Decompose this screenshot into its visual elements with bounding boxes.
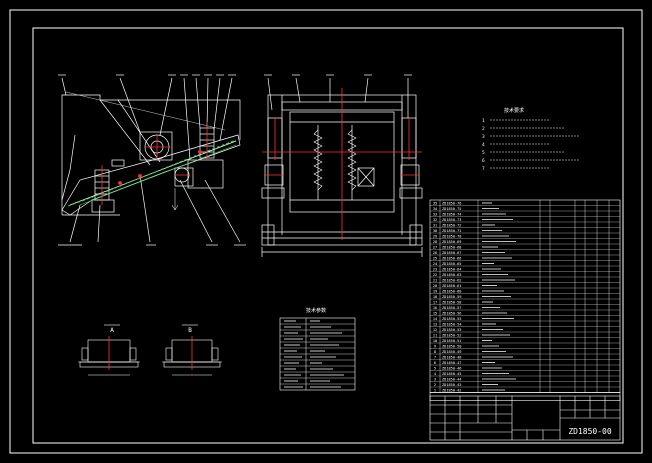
- part-code: ZD1850-55: [442, 317, 461, 321]
- part-number: 8: [434, 350, 436, 354]
- part-code: ZD1850-76: [442, 201, 461, 205]
- outer-border: [9, 9, 643, 454]
- detail-view-b-label: B: [188, 327, 192, 334]
- part-number: 35: [433, 201, 437, 205]
- spec-table: 技术参数: [279, 307, 356, 391]
- part-number: 3: [434, 377, 436, 381]
- part-code: ZD1850-73: [442, 218, 461, 222]
- note-number: 1: [482, 118, 485, 124]
- part-number: 21: [433, 278, 437, 282]
- part-number: 28: [433, 240, 437, 244]
- part-number: 29: [433, 234, 437, 238]
- part-number: 24: [433, 262, 437, 266]
- part-number: 23: [433, 267, 437, 271]
- part-code: ZD1850-70: [442, 234, 461, 238]
- part-number: 18: [433, 295, 437, 299]
- part-number: 4: [434, 372, 436, 376]
- part-code: ZD1850-72: [442, 223, 461, 227]
- part-number: 20: [433, 284, 437, 288]
- note-number: 4: [482, 142, 485, 148]
- part-code: ZD1850-57: [442, 306, 461, 310]
- part-number: 30: [433, 229, 437, 233]
- part-number: 11: [433, 333, 437, 337]
- part-number: 25: [433, 256, 437, 260]
- notes-block: 技术要求 1 2 3 4 5 6 7: [482, 107, 580, 172]
- note-number: 5: [482, 150, 485, 156]
- part-code: ZD1850-66: [442, 256, 461, 260]
- part-number: 33: [433, 212, 437, 216]
- part-number: 15: [433, 311, 437, 315]
- part-code: ZD1850-68: [442, 245, 461, 249]
- parts-table-header: [429, 392, 621, 401]
- front-view-balloons: [58, 74, 246, 246]
- part-code: ZD1850-43: [442, 383, 461, 387]
- part-number: 16: [433, 306, 437, 310]
- front-screen-mesh: [67, 139, 237, 207]
- part-code: ZD1850-71: [442, 229, 461, 233]
- part-number: 1: [434, 388, 436, 392]
- part-code: ZD1850-60: [442, 289, 461, 293]
- part-code: ZD1850-52: [442, 333, 461, 337]
- part-number: 26: [433, 251, 437, 255]
- part-number: 31: [433, 223, 437, 227]
- part-code: ZD1850-46: [442, 366, 461, 370]
- side-axis-lines: [262, 88, 422, 240]
- part-code: ZD1850-67: [442, 251, 461, 255]
- inner-border: [32, 27, 624, 444]
- part-code: ZD1850-54: [442, 322, 461, 326]
- part-number: 19: [433, 289, 437, 293]
- part-number: 6: [434, 361, 436, 365]
- part-number: 32: [433, 218, 437, 222]
- part-code: ZD1850-69: [442, 240, 461, 244]
- front-red-marks: [101, 122, 208, 205]
- part-code: ZD1850-48: [442, 355, 461, 359]
- detail-view-a-label: A: [110, 327, 114, 334]
- part-number: 2: [434, 383, 436, 387]
- note-number: 7: [482, 166, 485, 172]
- title-block: [429, 395, 621, 441]
- part-code: ZD1850-51: [442, 339, 461, 343]
- part-number: 9: [434, 344, 436, 348]
- notes-title: 技术要求: [504, 107, 524, 114]
- part-number: 5: [434, 366, 436, 370]
- part-code: ZD1850-42: [442, 388, 461, 392]
- note-number: 2: [482, 126, 485, 132]
- part-code: ZD1850-59: [442, 295, 461, 299]
- part-code: ZD1850-63: [442, 273, 461, 277]
- front-mesh-lower: [79, 144, 237, 206]
- part-code: ZD1850-58: [442, 300, 461, 304]
- part-number: 14: [433, 317, 437, 321]
- side-coil-springs: [313, 129, 357, 191]
- part-code: ZD1850-61: [442, 284, 461, 288]
- part-code: ZD1850-53: [442, 328, 461, 332]
- front-view: [61, 77, 241, 243]
- front-dimensions: [171, 188, 179, 211]
- part-number: 34: [433, 207, 437, 211]
- part-code: ZD1850-62: [442, 278, 461, 282]
- note-number: 6: [482, 158, 485, 164]
- part-number: 27: [433, 245, 437, 249]
- part-number: 13: [433, 322, 437, 326]
- part-code: ZD1850-45: [442, 372, 461, 376]
- part-code: ZD1850-74: [442, 212, 461, 216]
- part-number: 7: [434, 355, 436, 359]
- part-code: ZD1850-75: [442, 207, 461, 211]
- part-code: ZD1850-49: [442, 350, 461, 354]
- part-code: ZD1850-44: [442, 377, 461, 381]
- spec-table-title: 技术参数: [306, 307, 326, 314]
- part-code: ZD1850-56: [442, 311, 461, 315]
- part-code: ZD1850-47: [442, 361, 461, 365]
- note-number: 3: [482, 134, 485, 140]
- drawing-number: ZD1850-00: [568, 427, 612, 436]
- part-number: 17: [433, 300, 437, 304]
- part-code: ZD1850-64: [442, 267, 461, 271]
- part-number: 22: [433, 273, 437, 277]
- part-code: ZD1850-65: [442, 262, 461, 266]
- part-code: ZD1850-50: [442, 344, 461, 348]
- part-number: 10: [433, 339, 437, 343]
- part-number: 12: [433, 328, 437, 332]
